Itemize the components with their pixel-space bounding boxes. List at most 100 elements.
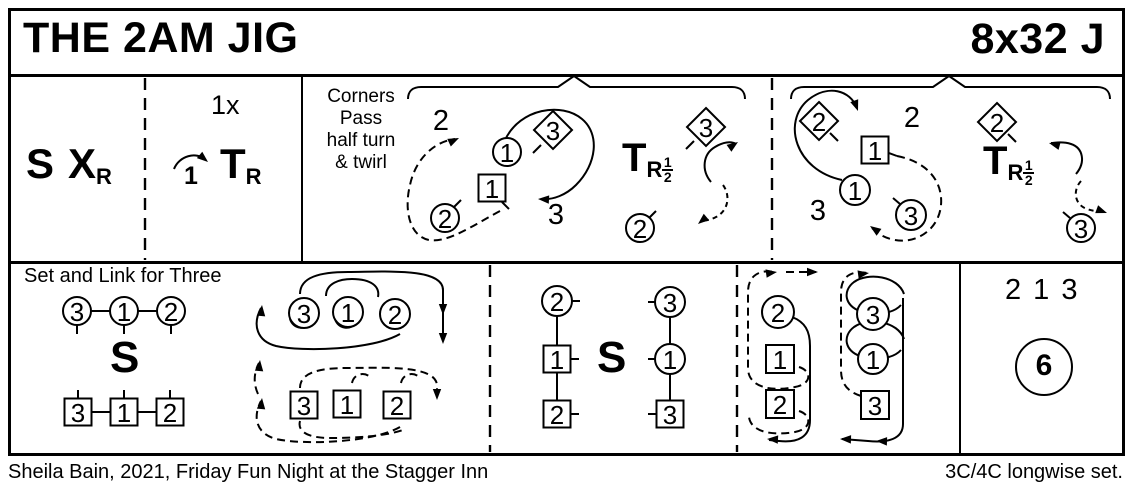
dancer-number: 1 bbox=[549, 345, 565, 375]
square-symbol bbox=[155, 397, 185, 427]
diamond-symbol bbox=[798, 100, 840, 142]
caption-line: Pass bbox=[339, 108, 383, 129]
dance-timing: 8x32 J bbox=[970, 15, 1105, 63]
corners-pass-figure bbox=[406, 106, 738, 243]
dancer-number: 2 bbox=[437, 204, 453, 234]
square-symbol bbox=[477, 173, 507, 203]
dancer-number: 2 bbox=[162, 398, 178, 428]
square-symbol bbox=[332, 389, 362, 419]
turn-arrow bbox=[173, 151, 208, 170]
dancer-number: 3 bbox=[867, 391, 883, 421]
dancer-number: 3 bbox=[545, 116, 561, 146]
dancer-number: 1 bbox=[847, 176, 863, 206]
square-symbol bbox=[542, 399, 572, 429]
square-symbol bbox=[655, 399, 685, 429]
frame bbox=[8, 8, 1125, 456]
diamond-symbol bbox=[532, 109, 574, 151]
dancer-number: 2 bbox=[163, 297, 179, 327]
set-letter: S bbox=[110, 333, 140, 382]
set-and-link-columns-figure bbox=[541, 285, 686, 429]
phrase-braces bbox=[407, 74, 1111, 100]
fraction-numerator: 1 bbox=[663, 154, 672, 170]
dancer-number: 2 bbox=[389, 391, 405, 421]
square-symbol bbox=[289, 390, 319, 420]
dancer-number: 1 bbox=[499, 138, 515, 168]
finishing-order: 2 1 3 bbox=[1005, 274, 1080, 306]
dancer-number: 1 bbox=[865, 345, 881, 375]
fraction-denominator: 2 bbox=[663, 169, 672, 185]
dancer-number: 3 bbox=[1073, 214, 1089, 244]
set-and-link-caption: Set and Link for Three bbox=[24, 265, 222, 287]
footer-credit: Sheila Bain, 2021, Friday Fun Night at t… bbox=[8, 461, 489, 483]
position-label: 2 bbox=[903, 102, 921, 134]
circle-symbol bbox=[654, 343, 686, 375]
diamond-symbol bbox=[976, 101, 1018, 143]
circle-symbol bbox=[857, 343, 889, 375]
set-letter: S bbox=[597, 333, 627, 382]
circle-symbol bbox=[895, 199, 927, 231]
circle-symbol bbox=[62, 296, 92, 326]
circle-symbol bbox=[1066, 213, 1096, 243]
dancer-number: 1 bbox=[484, 174, 500, 204]
dancer-number: 2 bbox=[549, 400, 565, 430]
circle-symbol bbox=[430, 203, 460, 233]
circle-symbol bbox=[654, 286, 686, 318]
set-letter: S bbox=[26, 140, 55, 187]
dancer-number: 3 bbox=[662, 288, 678, 318]
fraction-bar bbox=[1023, 172, 1035, 174]
dancer-number: 2 bbox=[632, 214, 648, 244]
dancer-number: 3 bbox=[698, 113, 714, 143]
dancer-number: 2 bbox=[989, 108, 1005, 138]
square-symbol bbox=[765, 344, 795, 374]
set-and-link-figure bbox=[62, 270, 448, 444]
couple-number: 1 bbox=[184, 162, 198, 190]
dancer-number: 2 bbox=[772, 390, 788, 420]
dancer-number: 1 bbox=[662, 345, 678, 375]
turn-subscript: R bbox=[245, 164, 262, 189]
square-symbol bbox=[542, 344, 572, 374]
half-fraction: 1 2 bbox=[1023, 157, 1035, 187]
bars1-4-notation: S X R bbox=[26, 143, 112, 188]
circle-symbol bbox=[332, 296, 364, 328]
half-fraction: 1 2 bbox=[662, 154, 674, 185]
footer-set-type: 3C/4C longwise set. bbox=[945, 461, 1123, 483]
dancer-number: 1 bbox=[339, 390, 355, 420]
diamond-symbol bbox=[685, 106, 727, 148]
turn-subscript: R bbox=[646, 157, 663, 182]
turn-letter: T bbox=[220, 140, 246, 187]
dancer-number: 1 bbox=[772, 345, 788, 375]
turn-half-notation: T R 1 2 bbox=[983, 141, 1035, 187]
circle-six-figure bbox=[1015, 338, 1073, 396]
repeat-count: 1x bbox=[211, 92, 240, 119]
dancer-number: 2 bbox=[770, 298, 786, 328]
circle-symbol bbox=[839, 174, 871, 206]
dancer-number: 3 bbox=[296, 391, 312, 421]
dancer-number: 3 bbox=[865, 300, 881, 330]
caption-line: Corners bbox=[327, 86, 395, 107]
dance-title: THE 2AM JIG bbox=[23, 14, 299, 62]
corners-pass-figure-2 bbox=[793, 89, 1107, 243]
position-label: 2 bbox=[432, 105, 450, 137]
dancer-number: 3 bbox=[69, 297, 85, 327]
cross-subscript: R bbox=[96, 164, 112, 189]
cell-dividers bbox=[143, 77, 961, 453]
dancer-number: 2 bbox=[811, 107, 827, 137]
circle-symbol bbox=[109, 296, 139, 326]
circle-symbol bbox=[288, 297, 320, 329]
square-symbol bbox=[382, 390, 412, 420]
circle-symbol bbox=[541, 285, 573, 317]
position-label: 3 bbox=[547, 199, 565, 231]
dancer-number: 3 bbox=[903, 201, 919, 231]
square-symbol bbox=[109, 397, 139, 427]
circle-symbol bbox=[761, 295, 795, 329]
square-symbol bbox=[765, 389, 795, 419]
turn-half-notation: T R 1 2 bbox=[622, 138, 674, 185]
caption-line: & twirl bbox=[335, 152, 387, 173]
dancer-number: 1 bbox=[340, 298, 356, 328]
caption-line: half turn bbox=[326, 130, 396, 151]
fraction-numerator: 1 bbox=[1024, 157, 1033, 173]
dancer-number: 1 bbox=[116, 398, 132, 428]
circle-symbol bbox=[379, 298, 411, 330]
square-symbol bbox=[860, 135, 890, 165]
